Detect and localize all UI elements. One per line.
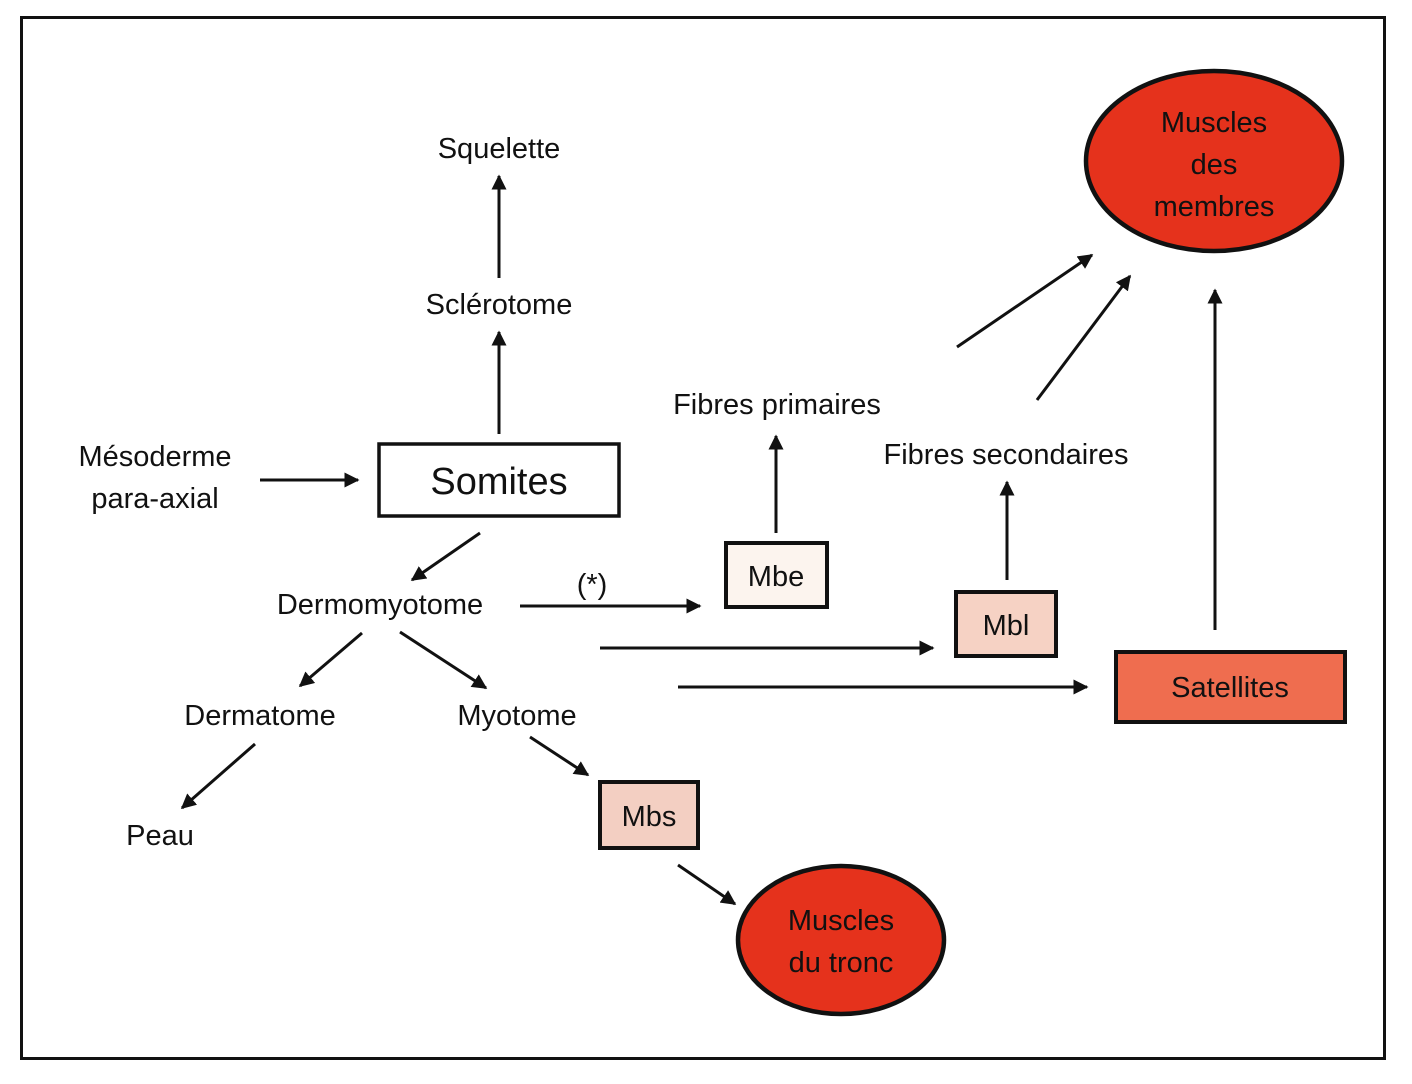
edge-somites-dermomyotome xyxy=(410,531,481,582)
edge-dermatome-peau xyxy=(180,742,256,810)
node-dermomyotome: Dermomyotome xyxy=(277,589,483,621)
node-satellites: Satellites xyxy=(1114,650,1347,724)
edge-label-asterisk: (*) xyxy=(577,569,608,601)
mbl-box xyxy=(954,590,1058,658)
muscles-tronc-ellipse xyxy=(735,863,947,1017)
node-mbe: Mbe xyxy=(724,541,829,609)
node-mesoderme-line1: Mésoderme xyxy=(78,441,231,473)
satellites-box xyxy=(1114,650,1347,724)
node-myotome: Myotome xyxy=(457,700,576,732)
muscles-membres-line2: des xyxy=(1191,149,1238,181)
satellites-label: Satellites xyxy=(1171,672,1289,704)
muscles-membres-ellipse xyxy=(1083,68,1345,254)
somites-box xyxy=(377,442,621,518)
edge-myotome-mbs xyxy=(529,735,590,777)
node-mesoderme-line2: para-axial xyxy=(91,483,218,515)
node-fibres-primaires: Fibres primaires xyxy=(673,389,881,421)
edge-mbs-muscles-tronc xyxy=(677,863,737,906)
somites-label: Somites xyxy=(430,461,567,503)
mbl-label: Mbl xyxy=(983,610,1030,642)
mbe-label: Mbe xyxy=(748,561,804,593)
node-muscles-tronc: Muscles du tronc xyxy=(735,863,947,1017)
node-mbl: Mbl xyxy=(954,590,1058,658)
node-mbs: Mbs xyxy=(598,780,700,850)
node-fibres-secondaires: Fibres secondaires xyxy=(884,439,1129,471)
node-dermatome: Dermatome xyxy=(184,700,336,732)
edge-fibres-secondaires-muscles-membres xyxy=(1035,274,1132,401)
mbe-box xyxy=(724,541,829,609)
node-muscles-membres: Muscles des membres xyxy=(1083,68,1345,254)
node-sclerotome: Sclérotome xyxy=(426,289,573,321)
node-somites: Somites xyxy=(377,442,621,518)
edges xyxy=(180,174,1223,906)
muscles-tronc-line2: du tronc xyxy=(789,947,894,979)
edge-dermomyotome-dermatome xyxy=(298,631,363,688)
edge-fibres-primaires-muscles-membres xyxy=(956,253,1094,349)
muscles-membres-line1: Muscles xyxy=(1161,107,1267,139)
muscles-tronc-line1: Muscles xyxy=(788,905,894,937)
muscles-membres-line3: membres xyxy=(1154,191,1275,223)
node-peau: Peau xyxy=(126,820,194,852)
mbs-box xyxy=(598,780,700,850)
node-squelette: Squelette xyxy=(438,133,561,165)
diagram-frame xyxy=(20,16,1386,1060)
edge-dermomyotome-myotome xyxy=(399,630,488,690)
mbs-label: Mbs xyxy=(622,801,677,833)
